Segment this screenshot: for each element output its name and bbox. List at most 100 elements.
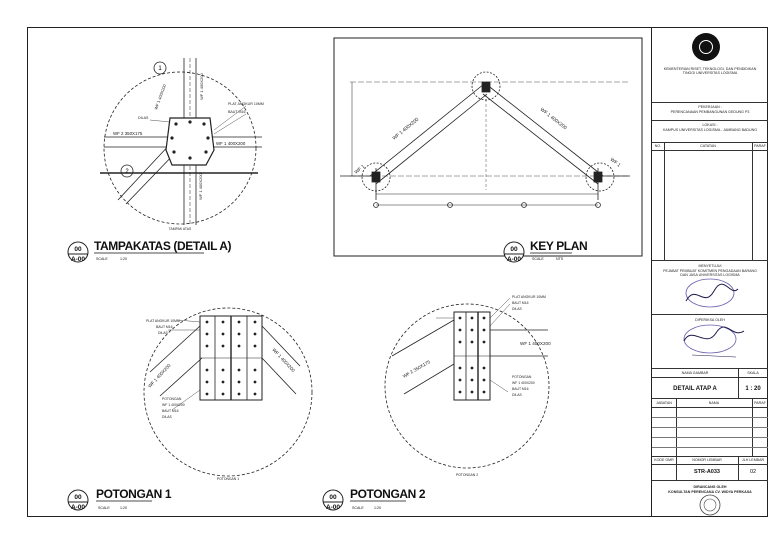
- pekerjaan-section: PEKERJAAN : PERENCANAAN PEMBANGUNAN GEDU…: [652, 103, 768, 121]
- potongan-2-note-dilas-bot: DILAS: [512, 393, 523, 397]
- jumlah-value: 02: [749, 469, 757, 475]
- personnel-table: JABATAN NAMA PARAF: [652, 399, 768, 457]
- catatan-table: NO. CATATAN PARAF: [652, 143, 768, 261]
- diperiksa-section: DIPERIKSA OLEH: [652, 315, 768, 369]
- detail-a-note-wf-v-bot: WF 1 400X200: [198, 173, 203, 200]
- potongan-1-note-wf-right: WF 1 400X200: [271, 347, 296, 373]
- detail-a-note-wf-diag: WF 1 400X200: [153, 83, 167, 111]
- potongan-2-note-plat: PLAT ANGKUR 10MM: [512, 295, 546, 299]
- potongan-1-note-baut: BAUT M16: [156, 325, 173, 329]
- key-plan-num: 00: [510, 246, 518, 253]
- consultant-section: DIRANCANG OLEH KONSULTAN PERENCANA CV. W…: [652, 481, 768, 517]
- potongan-1-drawing: [143, 307, 313, 477]
- nama-gambar-value: DETAIL ATAP A: [673, 386, 717, 392]
- potongan-2-note-potongan: POTONGAN: [512, 375, 532, 379]
- detail-a-marker-1: 1: [158, 66, 162, 72]
- potongan-2-note-baut-bot: BAUT M16: [512, 387, 529, 391]
- potongan-1-note-wf-left: WF 1 400X200: [147, 363, 172, 389]
- detail-a-drawing: [100, 58, 262, 225]
- potongan-2-scale-value: 1:20: [374, 506, 381, 510]
- kode-value: STR-A033: [694, 469, 720, 475]
- potongan-2-note-wf2: WF 2 350X175: [402, 359, 431, 379]
- detail-a-note-wf-v-top: WF 1 400X200: [199, 73, 204, 100]
- kode-section: KODE GMR NOMOR LEMBAR JLH LEMBAR STR-A03…: [652, 457, 768, 481]
- key-plan-drawing: [333, 37, 643, 257]
- potongan-2-note-wf-bot: WF 1 400X200: [512, 381, 535, 385]
- jumlah-label: JLH LEMBAR: [741, 458, 765, 462]
- detail-a-title: TAMPAKATAS (DETAIL A): [94, 239, 232, 253]
- potongan-1-note-dilas: DILAS: [158, 331, 169, 335]
- detail-a-marker-2: 2: [125, 169, 129, 175]
- potongan-2-sheet: A-00: [326, 504, 340, 511]
- signature-1: [685, 278, 739, 308]
- paraf-label: PARAF: [754, 401, 766, 405]
- lokasi-value: KAMPUS UNIVERSITAS LOGISMA - JAMBANG BAD…: [663, 128, 757, 132]
- signature-2: [683, 324, 745, 358]
- skala-value: 1 : 20: [745, 386, 761, 392]
- detail-a-caption: TAMPAK ATAS: [169, 227, 192, 231]
- detail-a-note-wf2: WF 2 350X175: [113, 131, 143, 136]
- potongan-2-drawing: [384, 297, 550, 469]
- kode-label: KODE GMR: [654, 458, 674, 462]
- potongan-1-note-potongan: POTONGAN: [162, 397, 182, 401]
- university-logo-inner: [699, 40, 713, 54]
- table-header-paraf: PARAF: [754, 144, 766, 148]
- key-plan-note-right: WF 1 400X200: [539, 107, 568, 132]
- skala-label: SKALA: [747, 371, 759, 375]
- potongan-1-num: 00: [74, 494, 82, 501]
- key-plan-note-left-end: WF 1: [353, 163, 366, 175]
- potongan-2-scale-label: SCALE: [352, 506, 364, 510]
- nama-gambar-label: NAMA GAMBAR: [681, 371, 709, 375]
- detail-a-scale-label: SCALE: [96, 257, 108, 261]
- menyetujui-value: PEJABAT PEMBUAT KOMITMEN PENGADAAN BARAN…: [663, 269, 757, 278]
- title-block: KEMENTERIAN RISET, TEKNOLOGI, DAN PENDID…: [651, 27, 768, 517]
- potongan-1-bolts: [205, 320, 257, 396]
- diperiksa-label: DIPERIKSA OLEH: [695, 318, 725, 322]
- potongan-1-note-baut-bot: BAUT M16: [162, 409, 179, 413]
- menyetujui-section: MENYETUJUI PEJABAT PEMBUAT KOMITMEN PENG…: [652, 261, 768, 315]
- detail-a-note-wf-h: WF 1 400X200: [216, 141, 246, 146]
- jabatan-label: JABATAN: [656, 401, 672, 405]
- institution-name: KEMENTERIAN RISET, TEKNOLOGI, DAN PENDID…: [663, 67, 757, 76]
- key-plan-note-left: WF 1 400X200: [391, 117, 420, 142]
- detail-a-num: 00: [74, 246, 82, 253]
- consultant-label: DIRANCANG OLEH: [693, 485, 727, 489]
- menyetujui-label: MENYETUJUI: [698, 264, 722, 268]
- table-header-no: NO.: [654, 144, 662, 148]
- detail-a-note-dilas: DILAS: [138, 116, 149, 120]
- potongan-2-note-dilas: DILAS: [512, 307, 523, 311]
- pekerjaan-value: PERENCANAAN PEMBANGUNAN GEDUNG P3: [670, 110, 750, 114]
- nama-label: NAMA: [708, 401, 720, 405]
- lokasi-label: LOKASI :: [702, 123, 718, 127]
- potongan-2-note-wf1: WF 1 400X200: [520, 341, 551, 346]
- potongan-2-num: 00: [329, 494, 337, 501]
- detail-a-scale-value: 1:20: [120, 257, 127, 261]
- potongan-2-note-baut: BAUT M16: [512, 301, 529, 305]
- detail-a-note-baut: BAUT M16: [228, 110, 246, 114]
- key-plan-sheet: A-00: [507, 256, 521, 263]
- potongan-1-scale-value: 1:20: [120, 506, 127, 510]
- potongan-1-note-plat: PLAT ANGKUR 10MM: [146, 319, 180, 323]
- nomor-label: NOMOR LEMBAR: [692, 458, 722, 462]
- lokasi-section: LOKASI : KAMPUS UNIVERSITAS LOGISMA - JA…: [652, 121, 768, 143]
- potongan-1-sheet: A-00: [71, 504, 85, 511]
- key-plan-note-right-end: WF 1: [609, 157, 622, 169]
- detail-a-sheet: A-00: [71, 256, 85, 263]
- title-bubbles: [67, 241, 525, 511]
- key-plan-scale-label: SCALE: [532, 257, 544, 261]
- potongan-1-note-wf-bot: WF 1 400X200: [162, 403, 185, 407]
- potongan-2-title: POTONGAN 2: [350, 487, 426, 501]
- title-block-header: KEMENTERIAN RISET, TEKNOLOGI, DAN PENDID…: [652, 27, 768, 103]
- potongan-1-caption: POTONGAN 1: [217, 477, 239, 481]
- consultant-name: KONSULTAN PERENCANA CV. WIDYA PERKASA: [668, 490, 752, 494]
- consultant-stamp: [699, 494, 721, 516]
- potongan-1-scale-label: SCALE: [98, 506, 110, 510]
- potongan-2-bolts: [458, 316, 486, 394]
- detail-a-note-plat: PLAT ANGKUR 10MM: [228, 102, 264, 106]
- potongan-2-caption: POTONGAN 2: [456, 473, 478, 477]
- nama-gambar-section: NAMA GAMBAR SKALA DETAIL ATAP A 1 : 20: [652, 369, 768, 399]
- potongan-1-note-dilas-bot: DILAS: [162, 415, 173, 419]
- key-plan-title: KEY PLAN: [530, 239, 587, 253]
- potongan-1-title: POTONGAN 1: [96, 487, 172, 501]
